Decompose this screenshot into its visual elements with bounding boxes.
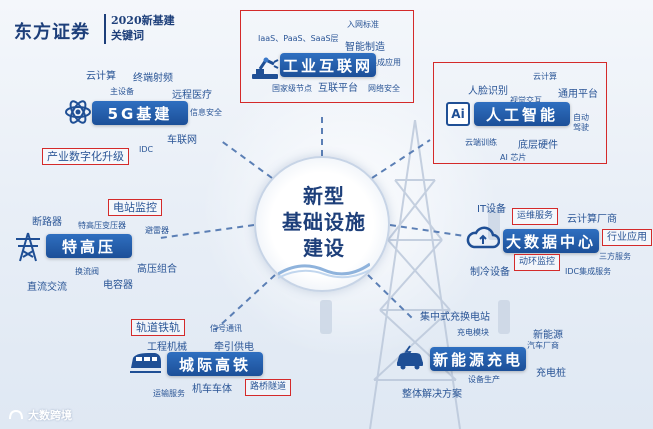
- keyword: 集成应用: [369, 58, 401, 67]
- keyword: 汽车厂商: [527, 341, 559, 350]
- keyword: 制冷设备: [470, 267, 510, 278]
- spoke-uhv: [159, 224, 255, 239]
- sector-title-ai: 人工智能: [474, 102, 570, 126]
- center-line3: 建设: [303, 236, 345, 260]
- sector-title-bigdata: 大数据中心: [503, 229, 599, 253]
- spoke-ev: [367, 274, 413, 319]
- ai-chip-icon: Ai: [446, 102, 470, 126]
- keyword: 云端训练: [465, 138, 497, 147]
- keyword: 国家级节点: [272, 84, 312, 93]
- cloud-data-icon: [466, 226, 500, 249]
- keyword: 设备生产: [468, 375, 500, 384]
- keyword: 底层硬件: [518, 140, 558, 151]
- brand-logo-text: 东方证券: [14, 22, 90, 43]
- keyword: IT设备: [477, 204, 507, 215]
- spoke-5g: [219, 139, 273, 179]
- keyword: 互联平台: [318, 83, 358, 94]
- keyword: 高压组合: [137, 264, 177, 275]
- sector-title-5g: 5G基建: [92, 101, 188, 125]
- keyword: 避雷器: [145, 226, 169, 235]
- highlight-keyword: 路桥隧道: [245, 379, 292, 396]
- keyword: 网络安全: [368, 84, 400, 93]
- header-subtitle: 2020新基建 关键词: [111, 13, 175, 43]
- keyword: AI 芯片: [500, 153, 527, 162]
- keyword: 人脸识别: [468, 86, 508, 97]
- watermark-text: 大数跨境: [28, 409, 72, 422]
- keyword: 工程机械: [147, 342, 187, 353]
- header-subtitle-line1: 2020新基建: [111, 14, 175, 27]
- keyword: IaaS、PaaS、SaaS层: [258, 34, 339, 43]
- keyword: 特高压变压器: [78, 221, 126, 230]
- keyword: 运输服务: [153, 389, 185, 398]
- ai-frame: [433, 62, 607, 164]
- keyword: 入网标准: [347, 20, 379, 29]
- keyword: 直流交流: [27, 282, 67, 293]
- keyword: 视觉交互: [510, 96, 542, 105]
- high-speed-train-icon: [130, 353, 161, 373]
- keyword: 断路器: [32, 217, 62, 228]
- keyword: 终端射频: [133, 73, 173, 84]
- keyword: 通用平台: [558, 89, 598, 100]
- center-circle: 新型 基础设施 建设: [254, 156, 390, 292]
- atom-icon: [65, 100, 91, 124]
- header-subtitle-line2: 关键词: [111, 29, 144, 42]
- wave-decoration: [278, 262, 370, 279]
- highlight-keyword: 电站监控: [108, 199, 162, 216]
- keyword: IDC集成服务: [565, 267, 612, 276]
- keyword: 三方服务: [599, 252, 631, 261]
- robot-arm-icon: [252, 57, 279, 79]
- highlight-keyword: 产业数字化升级: [42, 148, 129, 165]
- keyword: 新能源: [533, 330, 563, 341]
- keyword: 整体解决方案: [402, 389, 462, 400]
- sector-title-uhv: 特高压: [46, 234, 132, 258]
- keyword: 牵引供电: [214, 342, 254, 353]
- sector-title-ev: 新能源充电: [430, 347, 526, 371]
- keyword: 信息安全: [190, 108, 222, 117]
- keyword: 远程医疗: [172, 90, 212, 101]
- keyword: 机车车体: [192, 384, 232, 395]
- keyword: 自动驾驶: [573, 113, 589, 132]
- ev-charging-car-icon: [397, 345, 423, 370]
- highlight-keyword: 动环监控: [514, 254, 561, 271]
- keyword: 信号通讯: [210, 324, 242, 333]
- keyword: 充电模块: [457, 328, 489, 337]
- power-tower-icon: [16, 232, 40, 262]
- keyword: 云计算: [533, 72, 557, 81]
- keyword: 云计算厂商: [567, 214, 617, 225]
- keyword: 电容器: [103, 280, 133, 291]
- highlight-keyword: 运维服务: [512, 208, 559, 225]
- keyword: 智能制造: [345, 42, 385, 53]
- keyword: IDC: [139, 145, 154, 154]
- center-line1: 新型: [303, 184, 345, 208]
- keyword: 车联网: [167, 135, 197, 146]
- highlight-keyword: 行业应用: [602, 229, 652, 246]
- sector-title-industrial-internet: 工业互联网: [280, 53, 376, 77]
- industrial-internet-frame: [240, 10, 414, 103]
- sector-title-rail: 城际高铁: [167, 352, 263, 376]
- keyword: 充电桩: [536, 368, 566, 379]
- keyword: 主设备: [110, 87, 134, 96]
- keyword: 集中式充换电站: [420, 312, 490, 323]
- spoke-bigdata: [389, 224, 466, 237]
- center-line2: 基础设施: [282, 210, 366, 234]
- highlight-keyword: 轨道铁轨: [131, 319, 185, 336]
- watermark-logo-icon: [9, 409, 23, 420]
- header-divider: [104, 14, 106, 44]
- keyword: 换流阀: [75, 267, 99, 276]
- spoke-ai: [371, 139, 431, 179]
- spoke-rail: [214, 274, 276, 331]
- keyword: 云计算: [86, 71, 116, 82]
